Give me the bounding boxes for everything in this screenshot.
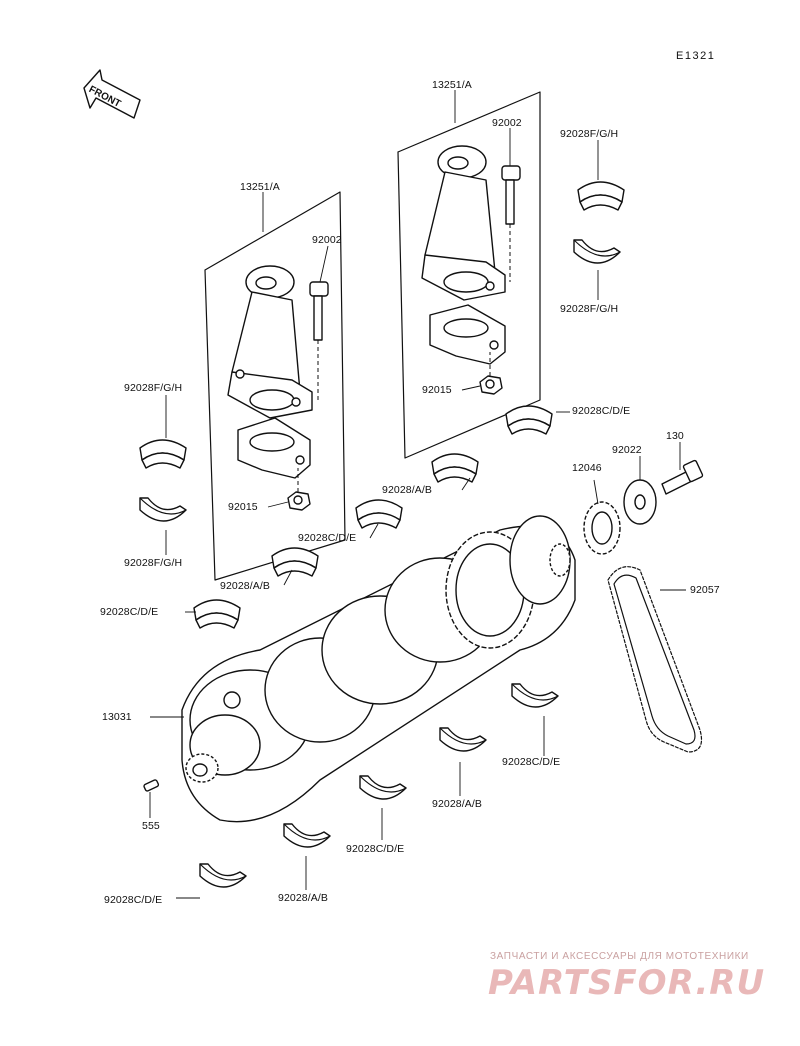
label-main-bearing-cde-2: 92028C/D/E [298,532,357,544]
label-main-bearing-cde-7: 92028C/D/E [104,894,163,906]
label-sprocket: 12046 [572,462,602,474]
main-bearing-cde-7 [199,863,247,888]
nut-right [479,352,503,395]
label-crankshaft: 13031 [102,711,132,723]
label-washer: 92022 [612,444,642,456]
main-bearing-cde-1 [505,405,553,435]
label-rod-bearing-top-right: 92028F/G/H [560,128,619,140]
label-main-bearing-ab-2: 92028/A/B [220,580,270,592]
label-bolt-left: 92002 [312,234,342,246]
label-main-bearing-ab-1: 92028/A/B [382,484,432,496]
rod-bearing-top-right [577,181,625,211]
label-nut-left: 92015 [228,501,258,513]
watermark-logo: PARTSFOR.RU [488,963,766,1003]
label-chain: 92057 [690,584,720,596]
sprocket [583,501,621,555]
front-arrow-icon [83,69,141,119]
connecting-rod-left [227,265,313,419]
bolt-right [501,165,521,282]
main-bearing-ab-4 [283,823,331,848]
label-main-bearing-cde-3: 92028C/D/E [100,606,159,618]
diagram-code: E1321 [676,50,716,62]
watermark-tagline: ЗАПЧАСТИ И АКСЕССУАРЫ ДЛЯ МОТОТЕХНИКИ [490,951,749,962]
label-main-bearing-cde-5: 92028C/D/E [346,843,405,855]
rod-assembly-left-box [204,191,346,581]
pin [143,779,160,792]
rod-bearing-bottom-left [139,497,187,522]
main-bearing-cde-4 [511,683,559,708]
rod-bearing-top-left [139,439,187,469]
label-rod-assy-right: 13251/A [432,79,472,91]
label-rod-assy-left: 13251/A [240,181,280,193]
rod-cap-left [237,417,311,479]
main-bearing-ab-3 [439,727,487,752]
label-main-bearing-cde-4: 92028C/D/E [502,756,561,768]
rod-cap-right [429,304,506,365]
crankshaft [181,515,576,823]
main-bearing-cde-3 [193,599,241,629]
bolt-130 [661,459,704,495]
main-bearing-cde-5 [359,775,407,800]
washer [623,479,657,525]
main-bearing-cde-2 [355,499,403,529]
label-bolt-130: 130 [666,430,684,442]
chain [607,566,703,753]
main-bearing-ab-1 [431,453,479,483]
label-nut-right: 92015 [422,384,452,396]
label-bolt-right: 92002 [492,117,522,129]
label-rod-bearing-bottom-right: 92028F/G/H [560,303,619,315]
nut-left [287,468,311,511]
bolt-left [309,281,329,400]
label-main-bearing-cde-1: 92028C/D/E [572,405,631,417]
leader-lines [149,128,686,899]
rod-assembly-right-box [397,90,541,459]
label-rod-bearing-top-left: 92028F/G/H [124,382,183,394]
main-bearing-ab-2 [271,547,319,577]
label-rod-bearing-bottom-left: 92028F/G/H [124,557,183,569]
label-pin: 555 [142,820,160,832]
label-main-bearing-ab-4: 92028/A/B [278,892,328,904]
connecting-rod-right [421,145,506,301]
rod-bearing-bottom-right [573,239,621,264]
label-main-bearing-ab-3: 92028/A/B [432,798,482,810]
